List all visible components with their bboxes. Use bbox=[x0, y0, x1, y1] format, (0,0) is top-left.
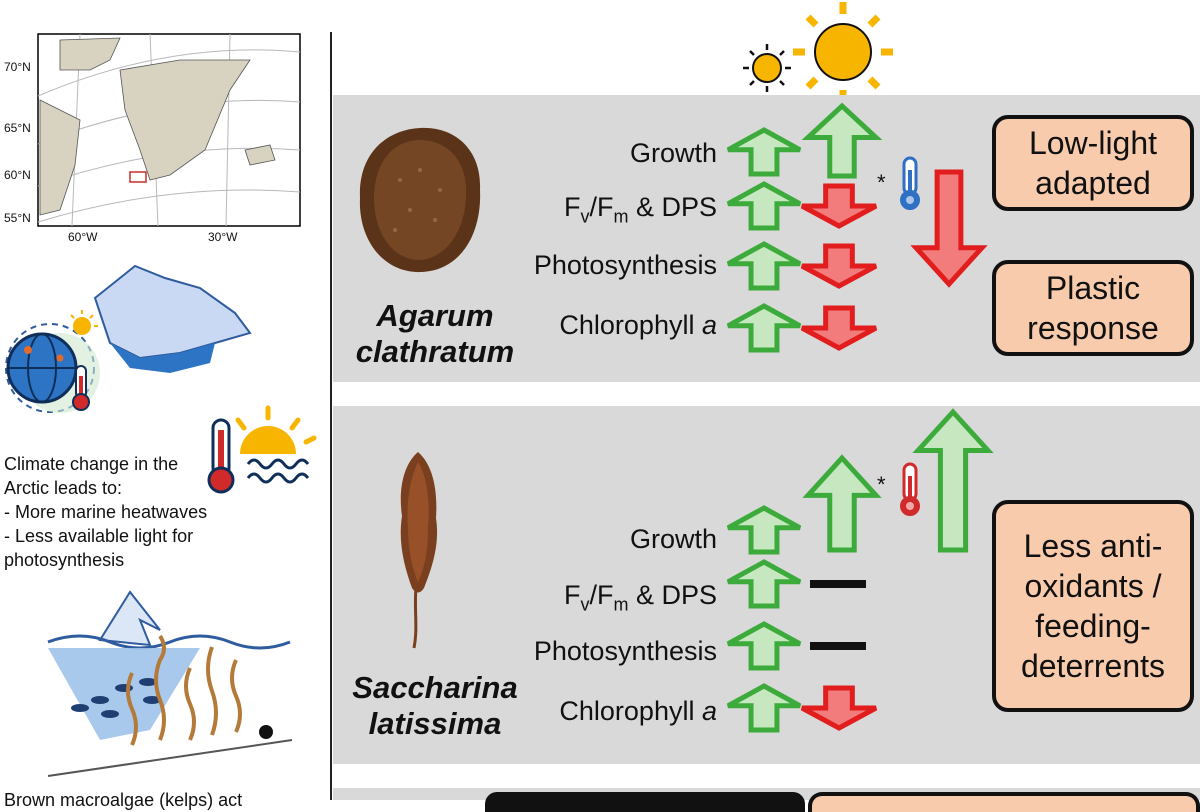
warm-thermometer-icon bbox=[900, 462, 920, 516]
no-effect-dash bbox=[810, 580, 866, 588]
heat-effect-down-arrow bbox=[800, 243, 878, 289]
no-effect-dash bbox=[810, 642, 866, 650]
cold-thermometer-icon bbox=[900, 156, 920, 210]
row-label-growth: Growth bbox=[629, 524, 717, 554]
small-sun-icon bbox=[743, 44, 791, 92]
heat-sun-icon bbox=[207, 405, 317, 494]
climate-illustration bbox=[5, 264, 317, 494]
greenland-map: 70°N 65°N 60°N 55°N 60°W 30°W bbox=[0, 0, 330, 250]
iceberg-icon bbox=[93, 264, 252, 373]
lat-label-60: 60°N bbox=[4, 168, 31, 182]
row-label-fvfm: Fv/Fm & DPS bbox=[563, 192, 717, 227]
species-line1: Agarum bbox=[376, 298, 494, 333]
heat-effect-down-arrow bbox=[800, 183, 878, 229]
study-area-marker bbox=[129, 171, 147, 183]
kelp-text: Brown macroalgae (kelps) act bbox=[4, 790, 243, 810]
species-name-saccharina: Saccharina latissima bbox=[325, 670, 545, 742]
temperature-effect-up-arrow bbox=[912, 408, 994, 553]
light-effect-up-arrow bbox=[726, 621, 802, 671]
bottom-box-left bbox=[485, 792, 805, 812]
climate-change-text: Climate change in the Arctic leads to: -… bbox=[4, 454, 208, 570]
lat-label-55: 55°N bbox=[4, 211, 31, 225]
light-effect-up-arrow bbox=[726, 559, 802, 609]
species-name-agarum: Agarum clathratum bbox=[325, 298, 545, 370]
small-sun-icon bbox=[70, 310, 98, 335]
row-label-chlorophyll: Chlorophyll a bbox=[559, 696, 717, 726]
row-label-photosynthesis: Photosynthesis bbox=[533, 636, 717, 666]
lat-label-70: 70°N bbox=[4, 60, 31, 74]
kelp-illustration bbox=[47, 590, 293, 777]
lat-label-65: 65°N bbox=[4, 121, 31, 135]
row-label-photosynthesis: Photosynthesis bbox=[533, 250, 717, 280]
light-sun-icons bbox=[743, 2, 893, 102]
fish-group bbox=[71, 678, 161, 718]
temperature-effect-down-arrow bbox=[910, 169, 988, 288]
map-graphic bbox=[37, 33, 301, 227]
sea-urchin-icon bbox=[259, 725, 273, 739]
lon-label-30: 30°W bbox=[208, 230, 238, 244]
significance-star: * bbox=[877, 170, 886, 195]
heat-effect-up-arrow bbox=[801, 102, 883, 179]
column-divider bbox=[330, 32, 332, 800]
species-line2: clathratum bbox=[355, 334, 515, 369]
light-effect-up-arrow bbox=[726, 181, 802, 231]
light-effect-up-arrow bbox=[726, 683, 802, 733]
heat-effect-down-arrow bbox=[800, 685, 878, 731]
large-sun-icon bbox=[793, 2, 893, 102]
conclusion-less-antioxidants: Less anti- oxidants / feeding- deterrent… bbox=[992, 500, 1194, 712]
lon-label-60: 60°W bbox=[68, 230, 98, 244]
bottom-box-right bbox=[808, 792, 1200, 812]
significance-star: * bbox=[877, 472, 886, 497]
row-label-fvfm: Fv/Fm & DPS bbox=[563, 580, 717, 615]
species-line2: latissima bbox=[368, 706, 502, 741]
effect-arrows-agarum bbox=[726, 102, 988, 353]
effect-arrows-saccharina bbox=[726, 408, 994, 733]
row-label-chlorophyll: Chlorophyll a bbox=[559, 310, 717, 340]
agarum-specimen-image bbox=[359, 127, 481, 273]
light-effect-up-arrow bbox=[726, 505, 802, 555]
light-effect-up-arrow bbox=[726, 241, 802, 291]
row-label-growth: Growth bbox=[629, 138, 717, 168]
heat-effect-up-arrow bbox=[802, 454, 882, 553]
light-effect-up-arrow bbox=[726, 127, 802, 177]
kelp-fronds bbox=[126, 634, 242, 746]
heat-effect-down-arrow bbox=[800, 305, 878, 351]
species-line1: Saccharina bbox=[352, 670, 518, 705]
saccharina-specimen-image bbox=[400, 452, 438, 649]
light-effect-up-arrow bbox=[726, 303, 802, 353]
thermometer-icon bbox=[72, 365, 90, 411]
